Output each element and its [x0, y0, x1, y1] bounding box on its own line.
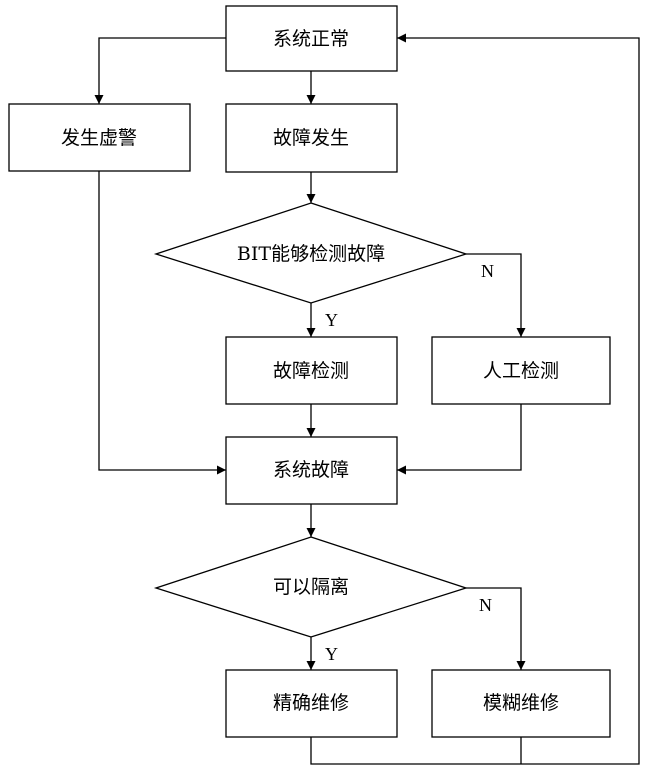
node-fault-detect-label: 故障检测 — [273, 360, 349, 382]
edge-false-alarm-to-system-fault — [98, 171, 226, 475]
label-iso-no: N — [479, 595, 492, 615]
edge-normal-to-false-alarm — [94, 37, 226, 104]
node-false-alarm-box — [8, 103, 191, 172]
node-fuzzy-repair: 模糊维修 — [431, 669, 611, 738]
node-precise-repair-label: 精确维修 — [273, 692, 349, 714]
node-bit-check-diamond — [153, 202, 469, 304]
node-fuzzy-repair-label: 模糊维修 — [483, 692, 559, 714]
node-system-fault: 系统故障 — [225, 436, 398, 505]
node-system-normal-box — [225, 5, 398, 72]
node-fault-occurs-label: 故障发生 — [273, 127, 349, 149]
node-isolatable-diamond — [153, 536, 469, 638]
node-manual-detect-label: 人工检测 — [483, 360, 559, 382]
node-fault-detect: 故障检测 — [225, 336, 398, 405]
label-bit-yes: Y — [325, 310, 338, 330]
node-isolatable-label: 可以隔离 — [273, 576, 349, 598]
edge-bit-no-to-manual-detect — [466, 253, 526, 337]
node-system-normal: 系统正常 — [225, 5, 398, 72]
node-precise-repair-box — [225, 669, 398, 738]
node-fault-occurs-box — [225, 103, 398, 173]
node-system-normal-label: 系统正常 — [273, 28, 349, 50]
node-system-fault-label: 系统故障 — [273, 459, 349, 481]
node-manual-detect-box — [431, 336, 611, 405]
edge-repairs-return-to-normal — [310, 33, 640, 765]
label-iso-yes: Y — [325, 644, 338, 664]
edges — [94, 33, 640, 765]
node-isolatable-decision: 可以隔离 — [153, 536, 469, 638]
node-precise-repair: 精确维修 — [225, 669, 398, 738]
edge-iso-no-to-fuzzy-repair — [466, 587, 526, 670]
node-manual-detect: 人工检测 — [431, 336, 611, 405]
node-bit-check-decision: BIT能够检测故障 — [153, 202, 469, 304]
node-fault-occurs: 故障发生 — [225, 103, 398, 173]
node-fuzzy-repair-box — [431, 669, 611, 738]
edge-manual-detect-to-system-fault — [397, 404, 522, 475]
node-fault-detect-box — [225, 336, 398, 405]
node-system-fault-box — [225, 436, 398, 505]
node-false-alarm-label: 发生虚警 — [61, 127, 137, 149]
node-false-alarm: 发生虚警 — [8, 103, 191, 172]
node-bit-check-label: BIT能够检测故障 — [237, 243, 385, 265]
label-bit-no: N — [481, 261, 494, 281]
